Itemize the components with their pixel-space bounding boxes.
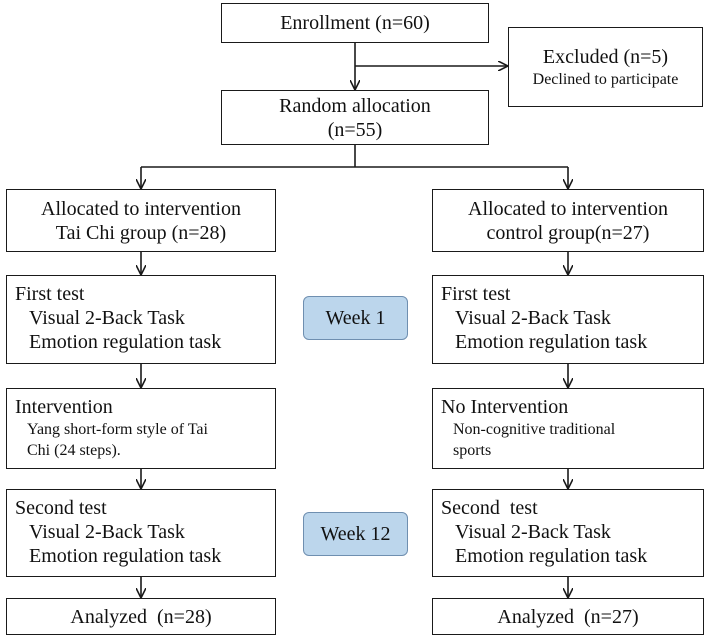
left-first-test-box: First test Visual 2-Back Task Emotion re… xyxy=(6,275,276,364)
allocation-line1: Random allocation xyxy=(279,94,431,117)
week-1-text: Week 1 xyxy=(325,306,386,329)
right-first-test-item-1: Visual 2-Back Task xyxy=(455,307,611,329)
right-second-test-box: Second test Visual 2-Back Task Emotion r… xyxy=(432,489,704,577)
right-second-test-title: Second test xyxy=(441,497,538,519)
left-allocated-line1: Allocated to intervention xyxy=(41,197,241,220)
excluded-reason: Declined to participate xyxy=(532,70,679,88)
enrollment-label: Enrollment (n=60) xyxy=(280,12,430,34)
left-second-test-box: Second test Visual 2-Back Task Emotion r… xyxy=(6,489,276,577)
allocation-box: Random allocation (n=55) xyxy=(221,90,489,145)
right-allocated-box: Allocated to intervention control group(… xyxy=(432,189,704,252)
right-intervention-desc2: sports xyxy=(453,442,492,459)
left-analyzed-box: Analyzed (n=28) xyxy=(6,598,276,635)
left-first-test-item-1: Visual 2-Back Task xyxy=(29,307,185,329)
right-intervention-title: No Intervention xyxy=(441,396,569,418)
week-12-text: Week 12 xyxy=(320,522,391,545)
left-analyzed-label: Analyzed (n=28) xyxy=(70,605,212,628)
left-intervention-box: Intervention Yang short-form style of Ta… xyxy=(6,388,276,469)
left-second-test-item-1: Visual 2-Back Task xyxy=(29,521,185,543)
right-analyzed-label: Analyzed (n=27) xyxy=(497,605,639,628)
week-1-label: Week 1 xyxy=(303,296,408,340)
left-first-test-item-2: Emotion regulation task xyxy=(29,331,222,353)
right-intervention-desc1: Non-cognitive traditional xyxy=(453,421,616,438)
left-intervention-title: Intervention xyxy=(15,396,113,418)
right-allocated-line1: Allocated to intervention xyxy=(468,197,668,220)
left-allocated-box: Allocated to intervention Tai Chi group … xyxy=(6,189,276,252)
right-allocated-line2: control group(n=27) xyxy=(486,221,650,244)
excluded-title: Excluded (n=5) xyxy=(542,45,669,68)
left-intervention-desc2: Chi (24 steps). xyxy=(27,442,121,459)
allocation-line2: (n=55) xyxy=(327,118,383,141)
right-first-test-title: First test xyxy=(441,283,511,305)
right-analyzed-box: Analyzed (n=27) xyxy=(432,598,704,635)
right-second-test-item-1: Visual 2-Back Task xyxy=(455,521,611,543)
week-12-label: Week 12 xyxy=(303,512,408,556)
right-first-test-box: First test Visual 2-Back Task Emotion re… xyxy=(432,275,704,364)
left-first-test-title: First test xyxy=(15,283,85,305)
left-intervention-desc1: Yang short-form style of Tai xyxy=(27,421,208,438)
right-second-test-item-2: Emotion regulation task xyxy=(455,545,648,567)
excluded-box: Excluded (n=5) Declined to participate xyxy=(508,27,703,107)
right-intervention-box: No Intervention Non-cognitive traditiona… xyxy=(432,388,704,469)
left-second-test-title: Second test xyxy=(15,497,107,519)
left-second-test-item-2: Emotion regulation task xyxy=(29,545,222,567)
right-first-test-item-2: Emotion regulation task xyxy=(455,331,648,353)
left-allocated-line2: Tai Chi group (n=28) xyxy=(55,221,227,244)
enrollment-box: Enrollment (n=60) xyxy=(221,3,489,43)
